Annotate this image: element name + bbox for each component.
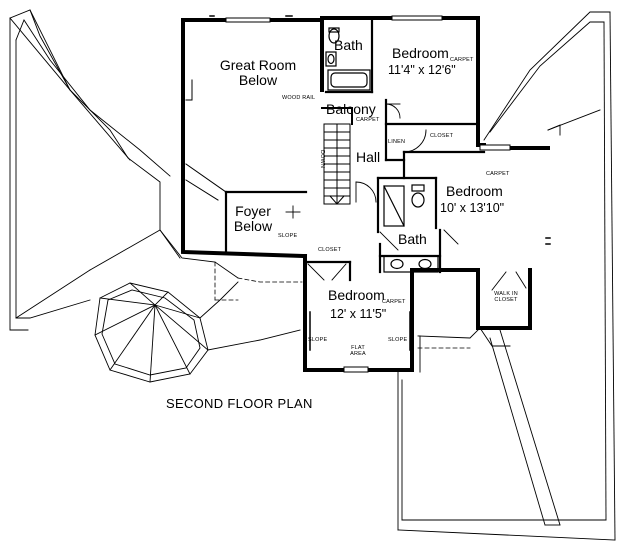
- bedroom-right-size: 10' x 13'10": [440, 201, 505, 215]
- bedroom-top-size: 11'4" x 12'6": [388, 63, 456, 77]
- walk-in-line2: CLOSET: [494, 296, 518, 303]
- roof-lines-dashed: [214, 261, 471, 349]
- windows: [225, 15, 511, 373]
- bedroom-bottom-size: 12' x 11'5": [330, 307, 387, 321]
- slope-foyer-note: SLOPE: [278, 233, 298, 239]
- staircase: [321, 107, 353, 205]
- door-swings: [285, 103, 527, 291]
- linen-note: LINEN: [388, 139, 406, 145]
- bedroom-bottom-floor: CARPET: [382, 299, 406, 305]
- bedroom-top-label: Bedroom: [392, 45, 449, 61]
- balcony-floor: CARPET: [356, 117, 380, 123]
- closet-top-note: CLOSET: [430, 133, 454, 139]
- shower-mid: [383, 185, 405, 227]
- down-note: DOWN: [319, 150, 325, 169]
- flat-line2: AREA: [350, 350, 366, 357]
- flat-area-note: FLAT AREA: [346, 345, 370, 357]
- toilet-top: [328, 27, 340, 44]
- bathtub-top: [327, 69, 371, 91]
- flat-line1: FLAT: [351, 345, 365, 351]
- bedroom-right-label: Bedroom: [446, 183, 503, 199]
- closet-bottom-note: CLOSET: [318, 247, 342, 253]
- bedroom-right-floor: CARPET: [486, 171, 510, 177]
- wall-tick-marks: [209, 15, 551, 351]
- slope-left-note: SLOPE: [308, 337, 328, 343]
- bath-top-label: Bath: [334, 37, 363, 53]
- toilet-mid: [411, 184, 425, 208]
- walk-in-closet-note: WALK IN CLOSET: [486, 291, 526, 303]
- slope-right-note: SLOPE: [388, 337, 408, 343]
- walk-in-line1: WALK IN: [494, 291, 518, 297]
- plan-title: SECOND FLOOR PLAN: [166, 396, 313, 411]
- left-roof: [9, 9, 239, 331]
- bedroom-bottom-label: Bedroom: [328, 287, 385, 303]
- interior-walls: [224, 18, 486, 282]
- diagonal-walls: [185, 79, 227, 201]
- sink-top: [325, 51, 337, 67]
- balcony-label: Balcony: [326, 101, 376, 117]
- great-room-line1: Great Room: [219, 57, 297, 73]
- bedroom-top-floor: CARPET: [450, 57, 474, 63]
- bath-mid-label: Bath: [398, 231, 427, 247]
- vanity-mid: [383, 255, 439, 273]
- wood-rail-note: WOOD RAIL: [282, 95, 316, 101]
- hall-label: Hall: [356, 149, 381, 165]
- right-roof: [397, 11, 616, 541]
- great-room-line2: Below: [238, 72, 278, 88]
- foyer-line1: Foyer: [235, 203, 271, 219]
- foyer-label: Foyer Below: [226, 204, 280, 233]
- turret-roof: [94, 281, 301, 383]
- foyer-line2: Below: [233, 218, 273, 234]
- great-room-label: Great Room Below: [216, 58, 300, 87]
